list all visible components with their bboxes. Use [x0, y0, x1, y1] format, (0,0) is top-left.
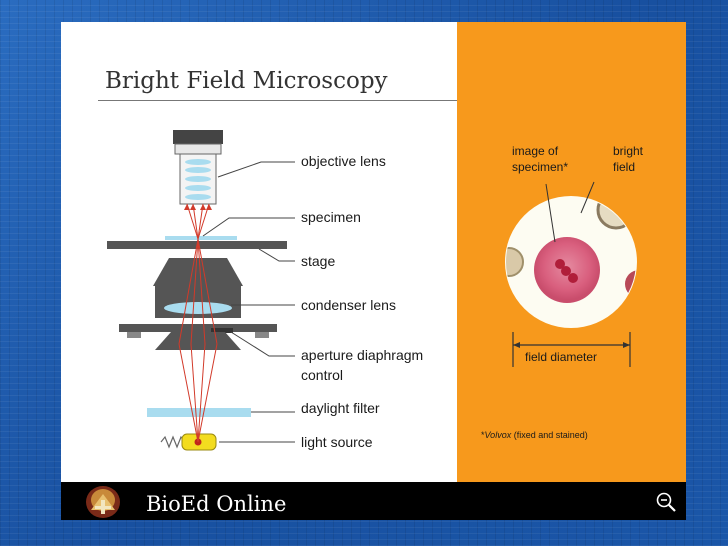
field-diameter-bracket	[512, 332, 631, 367]
label-light-source: light source	[301, 434, 373, 450]
brand-name: BioEd Online	[146, 492, 287, 516]
label-bright: bright	[613, 144, 644, 158]
microscope-diagram: objective lens specimen stage condenser …	[107, 130, 644, 451]
label-condenser-lens: condenser lens	[301, 297, 396, 313]
label-daylight-filter: daylight filter	[301, 400, 380, 416]
label-stage: stage	[301, 253, 335, 269]
footer-bar: BioEd Online	[61, 482, 686, 520]
light-source	[160, 433, 217, 451]
leader-lines	[202, 161, 295, 443]
label-field-diameter: field diameter	[525, 350, 597, 364]
label-objective-lens: objective lens	[301, 153, 386, 169]
label-aperture-control: control	[301, 367, 343, 383]
label-image-of: image of	[512, 144, 559, 158]
label-aperture-diaphragm: aperture diaphragm	[301, 347, 423, 363]
title-underline	[98, 100, 457, 101]
light-rays	[178, 203, 218, 443]
aperture-diaphragm	[119, 324, 277, 350]
bioed-logo-icon	[86, 486, 120, 518]
condenser	[153, 258, 243, 318]
slide: Bright Field Microscopy	[61, 22, 686, 520]
label-specimen: specimen	[301, 209, 361, 225]
objective-lens	[173, 130, 223, 205]
bright-field-view	[505, 181, 637, 367]
label-field: field	[613, 160, 635, 174]
zoom-out-icon[interactable]	[655, 491, 677, 513]
page-title: Bright Field Microscopy	[105, 68, 388, 94]
footnote: *Volvox (fixed and stained)	[481, 430, 588, 440]
daylight-filter	[147, 408, 251, 417]
label-specimen-star: specimen*	[512, 160, 568, 174]
